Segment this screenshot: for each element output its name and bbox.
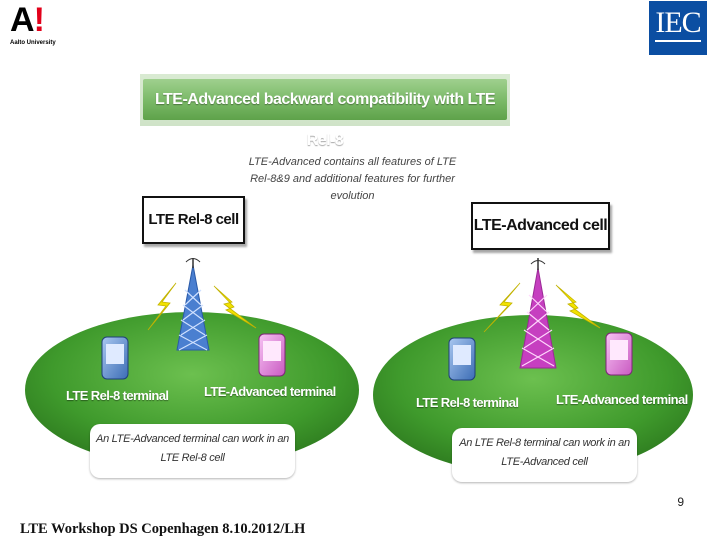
right-cell-caption: An LTE Rel-8 terminal can work in an LTE… [452, 428, 637, 482]
left-caption-line1: An LTE-Advanced terminal can work in an [96, 433, 289, 445]
right-caption-line1: An LTE Rel-8 terminal can work in an [459, 437, 630, 449]
left-cell-caption: An LTE-Advanced terminal can work in an … [90, 424, 295, 478]
left-rel8-phone-icon [101, 336, 129, 380]
right-advanced-phone-icon [605, 332, 633, 376]
iec-logo-text: IEC [655, 6, 701, 39]
aalto-logo-mark: A! [10, 1, 45, 39]
iec-logo-underline [655, 40, 701, 42]
features-note: LTE-Advanced contains all features of LT… [248, 156, 457, 202]
left-lightning-icon-1 [147, 282, 177, 331]
left-lightning-icon-2 [213, 285, 257, 329]
right-advanced-terminal-label: LTE-Advanced terminal [556, 392, 688, 407]
aalto-logo-name: Aalto University [10, 40, 56, 46]
right-lightning-icon-2 [555, 284, 601, 329]
left-tower-icon [176, 258, 210, 351]
right-cell-label: LTE-Advanced cell [471, 202, 610, 250]
iec-logo [649, 1, 707, 55]
page-number: 9 [677, 495, 684, 509]
left-rel8-terminal-label: LTE Rel-8 terminal [66, 388, 169, 403]
left-advanced-phone-icon [258, 333, 286, 377]
figure-title: LTE-Advanced backward compatibility with… [154, 91, 496, 149]
left-caption-line2: LTE Rel-8 cell [160, 452, 225, 464]
title-bar [143, 79, 507, 120]
right-rel8-terminal-label: LTE Rel-8 terminal [416, 395, 519, 410]
right-caption-line2: LTE-Advanced cell [501, 456, 588, 468]
slide-footer: LTE Workshop DS Copenhagen 8.10.2012/LH [20, 521, 306, 537]
left-cell-label: LTE Rel-8 cell [142, 196, 245, 244]
right-rel8-phone-icon [448, 337, 476, 381]
right-lightning-icon-1 [483, 282, 521, 333]
right-tower-icon [519, 258, 557, 369]
left-advanced-terminal-label: LTE-Advanced terminal [204, 384, 336, 399]
